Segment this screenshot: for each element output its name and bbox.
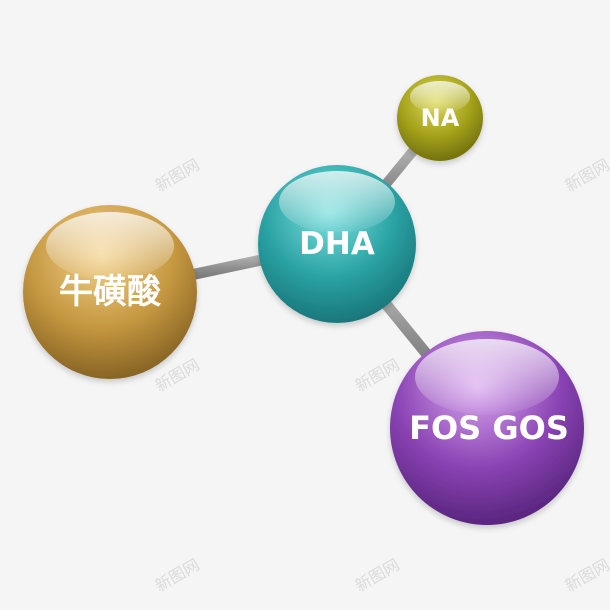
watermark-text: 新图网	[352, 555, 403, 595]
atom-na: NA	[397, 75, 483, 161]
watermark-text: 新图网	[152, 555, 203, 595]
watermark-text: 新图网	[352, 355, 403, 395]
atom-taurine-highlight	[46, 212, 174, 280]
atom-fos-gos-highlight	[415, 339, 559, 415]
atom-taurine-label: 牛磺酸	[59, 272, 162, 312]
watermark-text: 新图网	[562, 555, 610, 595]
atom-fos-gos-label: FOS GOS	[409, 409, 569, 447]
atom-taurine: 牛磺酸	[23, 205, 197, 379]
atom-dha: DHA	[258, 165, 416, 323]
atom-fos-gos: FOS GOS	[390, 331, 584, 525]
atom-na-highlight	[410, 81, 470, 113]
atom-na-label: NA	[421, 104, 460, 132]
watermark-text: 新图网	[562, 155, 610, 195]
atom-dha-highlight	[279, 171, 395, 233]
watermark-text: 新图网	[152, 155, 203, 195]
atom-dha-label: DHA	[299, 226, 375, 262]
